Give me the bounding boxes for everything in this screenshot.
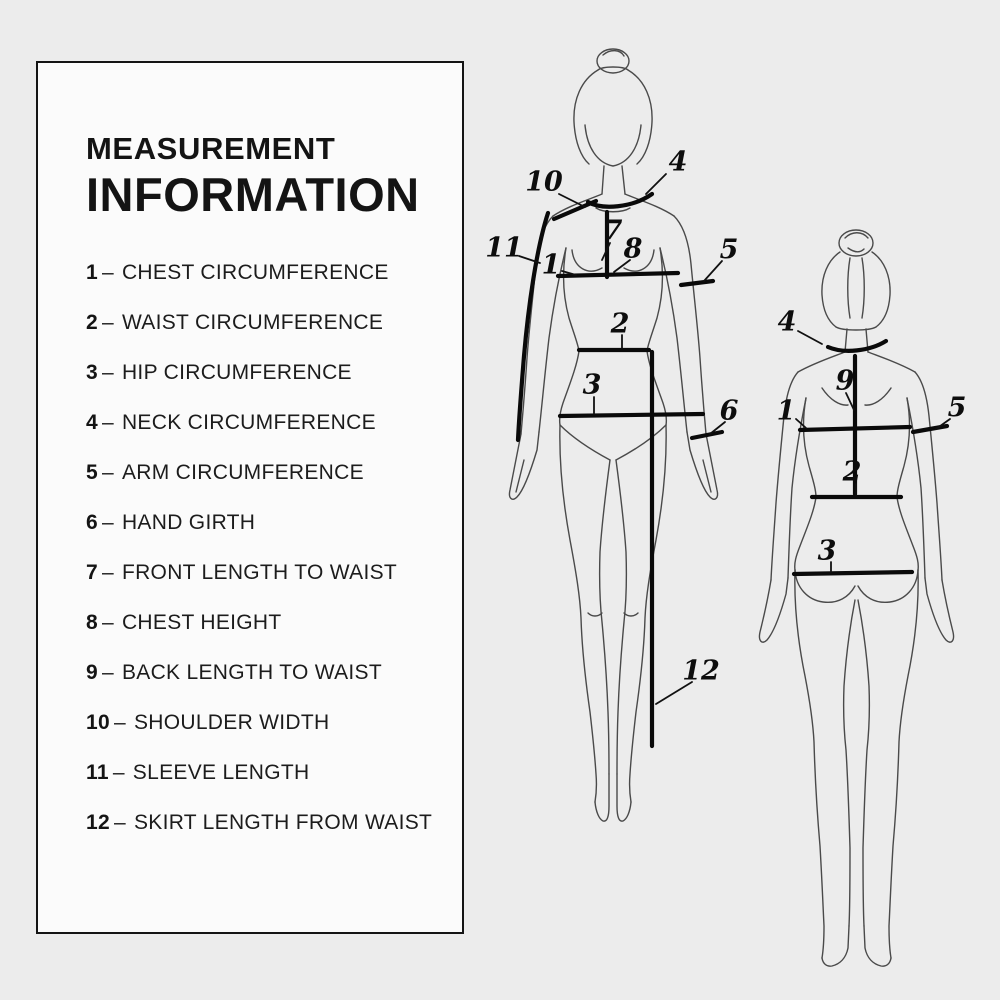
- measurement-number: 7: [86, 560, 98, 584]
- front-hair-bun: [596, 48, 630, 74]
- front-label-hand-girth: 6: [719, 395, 739, 427]
- measurement-number: 11: [86, 760, 109, 784]
- separator-dash: –: [101, 410, 114, 434]
- measurement-number: 12: [86, 810, 110, 834]
- measurement-number: 2: [86, 310, 98, 334]
- back-label-back-length: 9: [835, 365, 855, 397]
- measurement-number: 4: [86, 410, 98, 434]
- back-label-arm-circumference: 5: [947, 392, 967, 424]
- measurement-list-item: 10–SHOULDER WIDTH: [86, 711, 462, 734]
- measurement-number: 1: [86, 260, 98, 284]
- front-arm-line: [678, 278, 716, 288]
- separator-dash: –: [112, 760, 125, 784]
- measurement-label: WAIST CIRCUMFERENCE: [121, 310, 384, 334]
- front-hand-girth-line: [689, 429, 725, 441]
- separator-dash: –: [101, 610, 114, 634]
- front-label-hip-circumference: 3: [582, 369, 602, 401]
- measurement-number: 8: [86, 610, 98, 634]
- measurement-label: CHEST CIRCUMFERENCE: [121, 260, 389, 284]
- measurement-list-item: 2–WAIST CIRCUMFERENCE: [86, 311, 462, 334]
- front-label-arm-circumference: 5: [719, 234, 739, 266]
- separator-dash: –: [101, 360, 114, 384]
- panel-title: MEASUREMENT INFORMATION: [86, 131, 462, 221]
- measurement-list-item: 8–CHEST HEIGHT: [86, 611, 462, 634]
- panel-title-line2: INFORMATION: [86, 167, 420, 221]
- front-measurement-lines: [515, 173, 726, 749]
- front-label-skirt-length: 12: [682, 655, 720, 687]
- separator-dash: –: [113, 810, 126, 834]
- front-label-waist-circumference: 2: [610, 308, 630, 340]
- separator-dash: –: [101, 260, 114, 284]
- measurement-number: 3: [86, 360, 98, 384]
- panel-title-line1: MEASUREMENT: [86, 131, 336, 166]
- back-neck-line: [825, 338, 889, 353]
- back-figure: [758, 229, 955, 967]
- measurement-label: CHEST HEIGHT: [121, 610, 282, 634]
- separator-dash: –: [101, 660, 114, 684]
- measurement-list-item: 6–HAND GIRTH: [86, 511, 462, 534]
- back-label-waist-circumference: 2: [842, 456, 862, 488]
- separator-dash: –: [101, 310, 114, 334]
- measurement-label: BACK LENGTH TO WAIST: [121, 660, 382, 684]
- front-label-shoulder-width: 10: [525, 166, 563, 198]
- measurement-label: SHOULDER WIDTH: [133, 710, 330, 734]
- separator-dash: –: [101, 510, 114, 534]
- measurement-list-item: 12–SKIRT LENGTH FROM WAIST: [86, 811, 462, 834]
- measurement-label: SLEEVE LENGTH: [132, 760, 310, 784]
- back-chest-line: [797, 424, 913, 433]
- front-shoulder-line: [551, 198, 599, 222]
- front-chest-line: [555, 270, 681, 279]
- back-hair-bun: [838, 229, 874, 257]
- measurement-list-item: 3–HIP CIRCUMFERENCE: [86, 361, 462, 384]
- measurement-list-item: 7–FRONT LENGTH TO WAIST: [86, 561, 462, 584]
- measurement-label: ARM CIRCUMFERENCE: [121, 460, 364, 484]
- back-label-chest-circumference: 1: [776, 395, 796, 427]
- measurement-number: 9: [86, 660, 98, 684]
- front-label-sleeve-length: 11: [485, 232, 523, 264]
- measurement-label: HIP CIRCUMFERENCE: [121, 360, 352, 384]
- measurement-list: 1–CHEST CIRCUMFERENCE 2–WAIST CIRCUMFERE…: [86, 261, 462, 834]
- measurement-number: 6: [86, 510, 98, 534]
- front-label-chest-circumference: 1: [541, 249, 561, 281]
- measurement-list-item: 9–BACK LENGTH TO WAIST: [86, 661, 462, 684]
- measurement-number: 10: [86, 710, 110, 734]
- back-measurement-lines: [791, 330, 951, 577]
- measurement-list-item: 11–SLEEVE LENGTH: [86, 761, 462, 784]
- back-hip-line: [791, 569, 915, 577]
- measurement-label: SKIRT LENGTH FROM WAIST: [133, 810, 433, 834]
- measurement-list-item: 5–ARM CIRCUMFERENCE: [86, 461, 462, 484]
- separator-dash: –: [101, 560, 114, 584]
- measurement-label: HAND GIRTH: [121, 510, 256, 534]
- front-label-front-length: 7: [603, 215, 623, 247]
- back-arm-line: [910, 423, 950, 435]
- separator-dash: –: [113, 710, 126, 734]
- front-label-chest-height: 8: [623, 233, 643, 265]
- front-hip-line: [557, 411, 706, 419]
- front-label-neck-circumference: 4: [668, 146, 688, 178]
- separator-dash: –: [101, 460, 114, 484]
- measurement-list-item: 1–CHEST CIRCUMFERENCE: [86, 261, 462, 284]
- back-label-hip-circumference: 3: [817, 535, 837, 567]
- measurement-list-item: 4–NECK CIRCUMFERENCE: [86, 411, 462, 434]
- info-panel: MEASUREMENT INFORMATION 1–CHEST CIRCUMFE…: [36, 61, 464, 934]
- measurement-number: 5: [86, 460, 98, 484]
- measurement-label: FRONT LENGTH TO WAIST: [121, 560, 398, 584]
- back-label-neck-circumference: 4: [777, 306, 797, 338]
- measurement-label: NECK CIRCUMFERENCE: [121, 410, 376, 434]
- front-sleeve-line: [515, 210, 551, 443]
